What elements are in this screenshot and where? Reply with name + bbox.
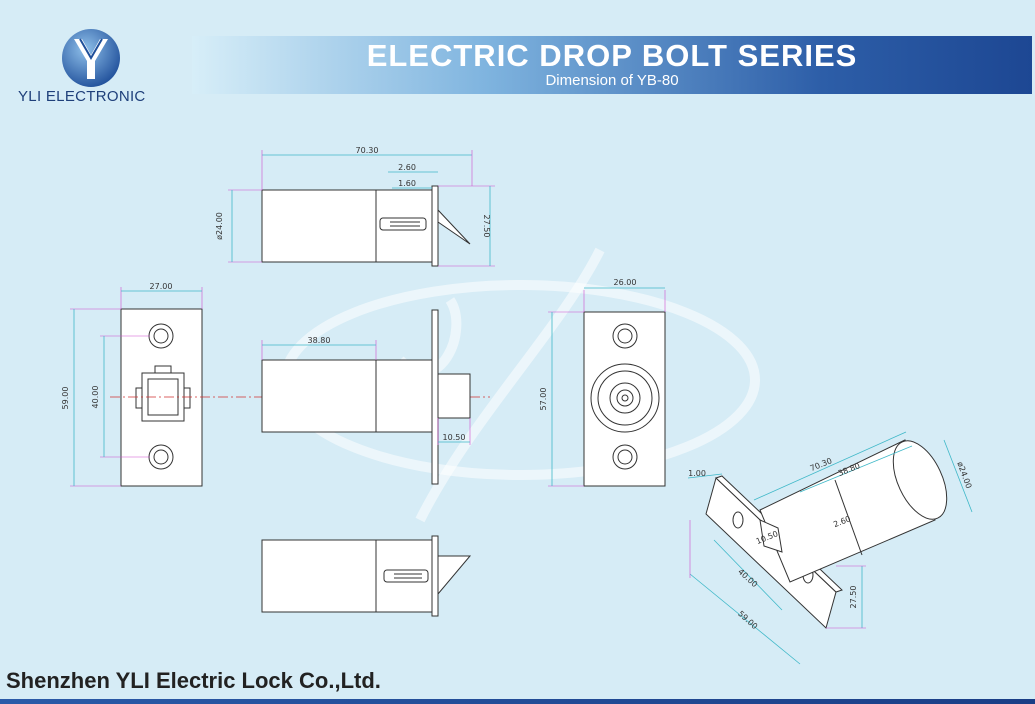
yli-logo <box>62 29 120 87</box>
title-banner: ELECTRIC DROP BOLT SERIES Dimension of Y… <box>192 36 1032 94</box>
dim-iso-height: 59.00 <box>736 609 759 631</box>
dim-iso-plate: 1.00 <box>688 469 706 478</box>
side-view: 38.80 10.50 <box>261 309 471 485</box>
dim-top-length: 70.30 <box>356 146 379 155</box>
left-front-view: 27.00 59.00 40.00 <box>61 282 203 487</box>
top-view: 70.30 2.60 1.60 ø24.00 27.50 <box>215 146 495 267</box>
dim-top-diameter: ø24.00 <box>215 212 224 240</box>
dim-top-step2: 1.60 <box>398 179 416 188</box>
brand-name: YLI ELECTRONIC <box>18 88 146 105</box>
dim-top-step1: 2.60 <box>398 163 416 172</box>
page-title: ELECTRIC DROP BOLT SERIES <box>366 38 858 73</box>
dim-iso-hole-span: 40.00 <box>736 567 759 589</box>
dim-left-hole-span: 40.00 <box>91 386 100 409</box>
isometric-view: 70.30 38.80 ø24.00 2.60 10.50 1.00 40.00… <box>687 431 973 665</box>
company-footer: Shenzhen YLI Electric Lock Co.,Ltd. <box>6 668 381 693</box>
dim-left-height: 59.00 <box>61 387 70 410</box>
dim-right-height: 57.00 <box>539 388 548 411</box>
dim-right-width: 26.00 <box>614 278 637 287</box>
footer-rule <box>0 699 1035 704</box>
dim-iso-length: 70.30 <box>809 456 834 473</box>
bottom-view <box>261 535 472 617</box>
page-subtitle: Dimension of YB-80 <box>545 72 679 89</box>
dim-left-width: 27.00 <box>150 282 173 291</box>
dim-iso-width: 27.50 <box>849 586 858 609</box>
dim-side-bolt: 10.50 <box>443 433 466 442</box>
right-front-view: 26.00 57.00 <box>539 278 666 487</box>
dim-top-plate: 27.50 <box>482 215 491 238</box>
dim-side-body: 38.80 <box>308 336 331 345</box>
